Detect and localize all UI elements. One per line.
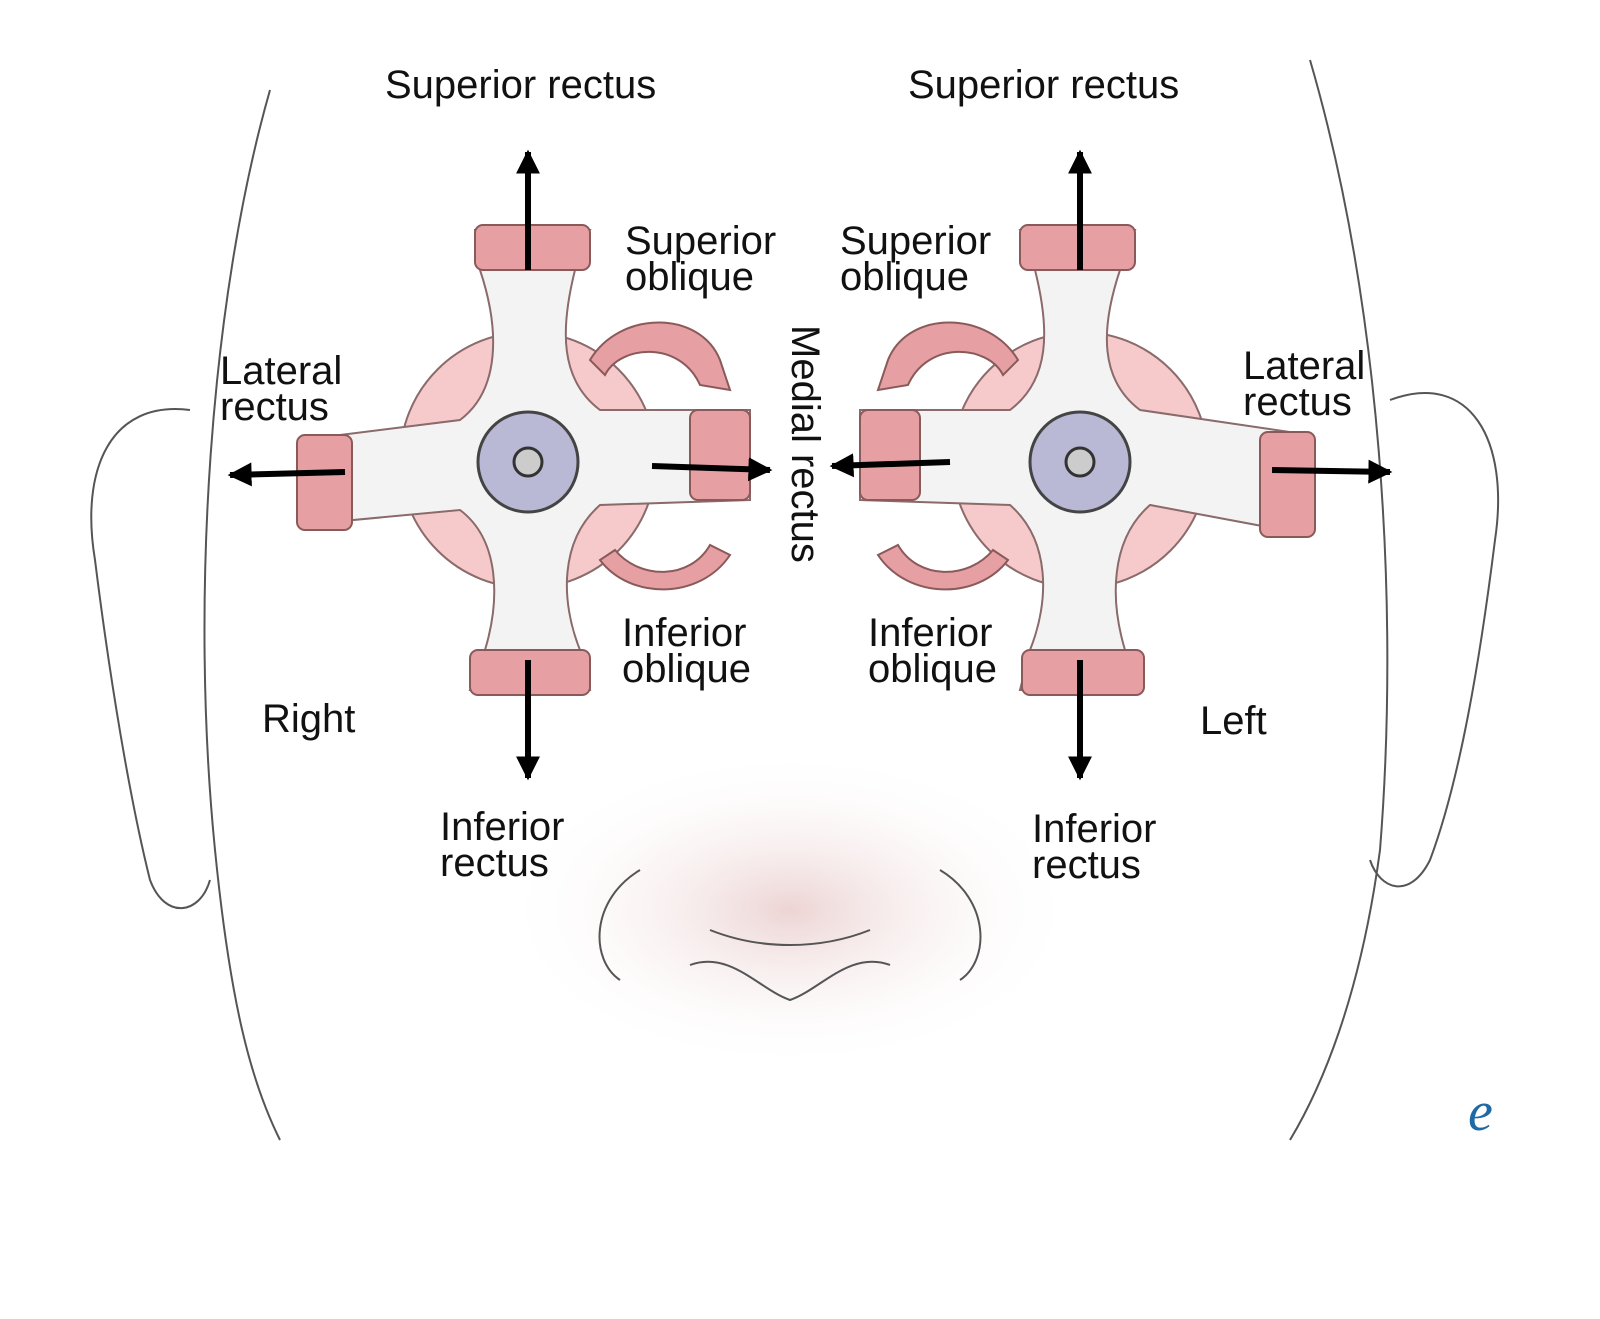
left-superior-oblique-label-2: oblique bbox=[840, 255, 969, 299]
nose bbox=[598, 869, 982, 1002]
left-superior-oblique-label-1: Superior bbox=[840, 219, 991, 263]
left-superior-rectus-label: Superior rectus bbox=[908, 63, 1179, 107]
right-medial-rectus-tip bbox=[689, 409, 751, 501]
right-inferior-oblique-label-2: oblique bbox=[622, 647, 751, 691]
right-medial-rectus-arrow bbox=[651, 457, 773, 482]
left-inferior-rectus-label-2: rectus bbox=[1032, 843, 1141, 887]
right-lateral-rectus-tip bbox=[296, 434, 353, 531]
left-inferior-oblique-label-2: oblique bbox=[868, 647, 997, 691]
right-ear bbox=[90, 408, 211, 910]
left-lateral-rectus-arrow bbox=[1271, 459, 1393, 484]
right-lateral-rectus-label-1: Lateral bbox=[220, 349, 342, 393]
right-lateral-rectus-label-2: rectus bbox=[220, 385, 329, 429]
left-inferior-oblique-muscle bbox=[876, 543, 1010, 591]
left-ear bbox=[1369, 392, 1500, 888]
left-lateral-rectus-label-1: Lateral bbox=[1243, 344, 1365, 388]
right-side-label: Right bbox=[262, 697, 355, 741]
right-inferior-oblique-muscle bbox=[598, 543, 732, 591]
right-inferior-oblique-label-1: Inferior bbox=[622, 611, 747, 655]
left-medial-rectus-arrow bbox=[829, 453, 951, 478]
right-superior-oblique-label-1: Superior bbox=[625, 219, 776, 263]
left-pupil bbox=[1064, 446, 1096, 478]
head-outline-left bbox=[1289, 59, 1389, 1141]
left-side-label: Left bbox=[1200, 699, 1267, 743]
left-lateral-rectus-tip bbox=[1259, 431, 1316, 538]
left-eye bbox=[829, 149, 1393, 781]
left-inferior-oblique-label-1: Inferior bbox=[868, 611, 993, 655]
left-lateral-rectus-label-2: rectus bbox=[1243, 380, 1352, 424]
right-superior-oblique-label-2: oblique bbox=[625, 255, 754, 299]
right-superior-rectus-tip bbox=[474, 224, 591, 271]
right-eye bbox=[227, 149, 773, 781]
right-superior-rectus-label: Superior rectus bbox=[385, 63, 656, 107]
right-superior-oblique-muscle bbox=[588, 321, 732, 392]
right-inferior-rectus-label-1: Inferior bbox=[440, 805, 565, 849]
left-superior-oblique-muscle bbox=[876, 321, 1020, 392]
publisher-logo: e bbox=[1468, 1081, 1493, 1143]
right-inferior-rectus-label-2: rectus bbox=[440, 841, 549, 885]
nose-shading bbox=[500, 750, 1080, 1070]
head-outline-right bbox=[203, 89, 281, 1141]
left-inferior-rectus-label-1: Inferior bbox=[1032, 807, 1157, 851]
right-pupil bbox=[512, 446, 544, 478]
left-medial-rectus-tip bbox=[859, 409, 921, 501]
right-lateral-rectus-arrow bbox=[227, 462, 346, 487]
medial-rectus-label: Medial rectus bbox=[783, 325, 827, 563]
